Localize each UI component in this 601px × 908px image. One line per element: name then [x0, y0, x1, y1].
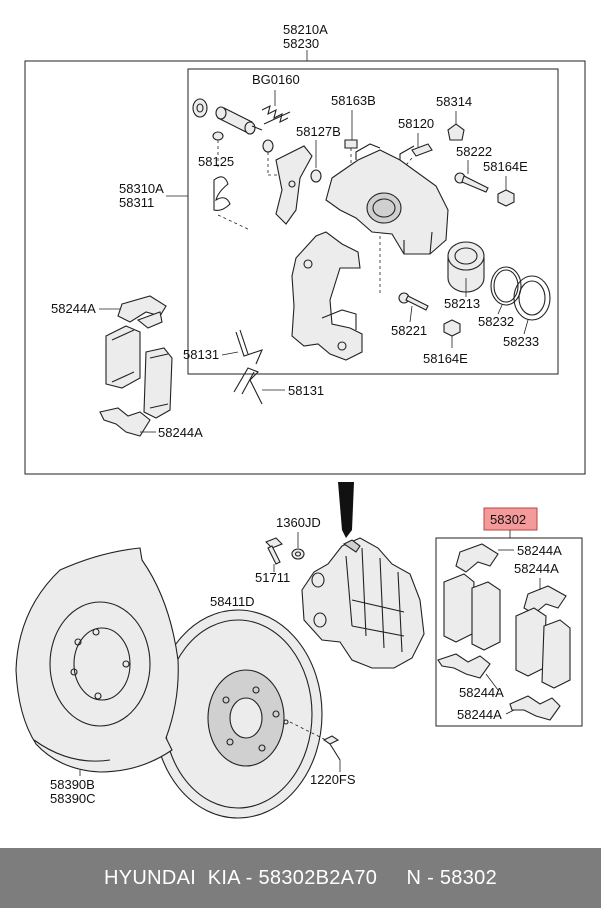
screw-1220fs-part — [322, 735, 341, 761]
label-58222: 58222 — [456, 144, 492, 159]
pad-kit-highlight — [483, 507, 538, 531]
bracket-clip-part — [275, 145, 322, 225]
label-58213: 58213 — [444, 296, 480, 311]
piston-boot-part — [513, 275, 551, 321]
pad-clip-58244a-2-part — [99, 407, 151, 437]
footer-spacer — [377, 867, 406, 890]
label-58244a-6: 58244A — [457, 707, 502, 722]
caliper-body-part — [325, 143, 449, 255]
label-58311: 58311 — [119, 195, 154, 210]
label-58314: 58314 — [436, 94, 472, 109]
label-bg0160: BG0160 — [252, 72, 300, 87]
label-58127b: 58127B — [296, 124, 341, 139]
anti-rattle-spring-1-part — [235, 329, 263, 365]
brake-pad-left-part — [105, 325, 141, 389]
brake-pad-right-part — [143, 347, 173, 419]
guide-bolt-58222-part — [454, 172, 489, 193]
label-58232: 58232 — [478, 314, 514, 329]
label-58164e-bottom: 58164E — [423, 351, 468, 366]
guide-bolt-58221-part — [398, 292, 429, 311]
piston-seal-part — [490, 266, 522, 306]
carrier-bracket-part — [291, 231, 363, 361]
pad-kit-clip-4-part — [509, 695, 561, 721]
label-58302: 58302 — [490, 512, 526, 527]
label-58244a-1: 58244A — [51, 301, 96, 316]
label-1360jd: 1360JD — [276, 515, 321, 530]
caliper-assembled-part — [301, 537, 425, 669]
brake-parts-diagram: 58210A 58230 BG0160 58125 58127B 58163B — [15, 22, 586, 819]
pad-kit-pad-4-part — [541, 619, 571, 689]
footer-reference-number: N - 58302 — [406, 866, 498, 889]
part-number-footer: HYUNDAI KIA - 58302B2A70 N - 58302 — [0, 848, 601, 908]
cap-58164e-bottom-part — [443, 319, 461, 337]
brake-disc-part — [153, 609, 323, 819]
guide-pin-part — [192, 98, 263, 135]
label-58244a-2: 58244A — [158, 425, 203, 440]
bushing-part — [262, 139, 282, 176]
caliper-assembly-frame — [24, 60, 586, 475]
label-51711: 51711 — [255, 570, 290, 585]
anti-rattle-spring-2-part — [233, 367, 263, 405]
label-58233: 58233 — [503, 334, 539, 349]
label-58244a-5: 58244A — [459, 685, 504, 700]
label-58163b: 58163B — [331, 93, 376, 108]
label-58230: 58230 — [283, 36, 319, 51]
label-58390c: 58390C — [50, 791, 96, 806]
bolt-58125-part — [212, 131, 251, 231]
label-58125: 58125 — [198, 154, 234, 169]
label-58390b: 58390B — [50, 777, 95, 792]
pad-kit-clip-3-part — [437, 653, 491, 679]
label-58310a: 58310A — [119, 181, 164, 196]
cap-58314-part — [447, 123, 465, 141]
label-58210a: 58210A — [283, 22, 328, 37]
cap-58164e-top-part — [497, 189, 515, 207]
label-58120: 58120 — [398, 116, 434, 131]
label-58411d: 58411D — [210, 594, 255, 609]
washer-1360jd-part — [291, 548, 305, 560]
pad-kit-clip-2-part — [523, 585, 567, 615]
pad-clip-58244a-1-part — [117, 295, 167, 329]
pad-kit-clip-1-part — [455, 543, 499, 573]
dust-shield-part — [15, 547, 179, 773]
footer-brand-part-number: HYUNDAI KIA - 58302B2A70 — [103, 866, 378, 889]
label-58244a-4: 58244A — [514, 561, 559, 576]
label-1220fs: 1220FS — [310, 772, 356, 787]
label-58221: 58221 — [391, 323, 427, 338]
label-58244a-3: 58244A — [517, 543, 562, 558]
pad-kit-pad-3-part — [515, 607, 547, 677]
label-58164e-top: 58164E — [483, 159, 528, 174]
piston-part — [447, 241, 485, 293]
boot-spring-part — [261, 104, 291, 125]
pad-kit-pad-2-part — [471, 581, 501, 651]
caliper-subassembly-frame — [187, 68, 559, 375]
label-58131-1: 58131 — [183, 347, 219, 362]
label-58131-2: 58131 — [288, 383, 324, 398]
pad-kit-frame — [435, 537, 583, 727]
assembly-arrow — [338, 482, 354, 538]
bolt-51711-part — [265, 537, 283, 565]
pad-kit-pad-1-part — [443, 573, 475, 643]
